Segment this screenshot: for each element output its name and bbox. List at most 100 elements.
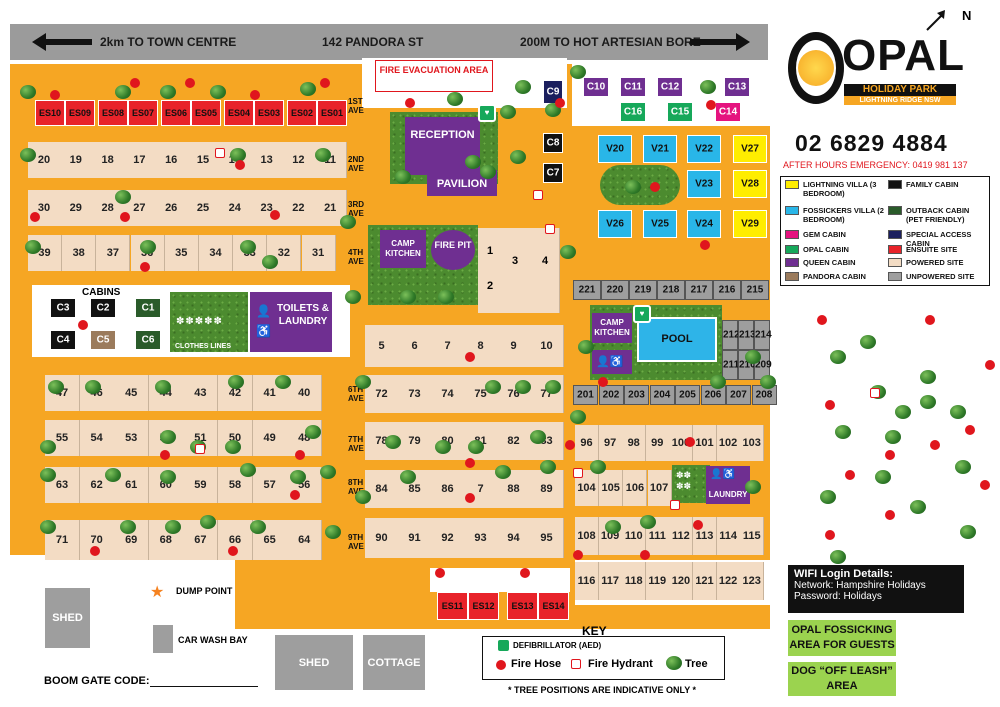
powered-site[interactable]: 123 — [740, 562, 765, 600]
cabin[interactable]: C1 — [135, 298, 161, 318]
unpowered-site[interactable]: 213 — [738, 320, 756, 350]
phone-number[interactable]: 02 6829 4884 — [795, 130, 948, 156]
cabin[interactable]: C13 — [724, 77, 750, 97]
unpowered-site[interactable]: 221 — [573, 280, 601, 300]
powered-site[interactable]: 95 — [530, 518, 564, 558]
ensuite-site[interactable]: ES05 — [191, 100, 221, 126]
villa[interactable]: V22 — [687, 135, 721, 163]
shed-west[interactable]: SHED — [45, 588, 90, 648]
powered-site[interactable]: 29 — [59, 190, 93, 226]
shed-south[interactable]: SHED — [275, 635, 353, 690]
powered-site[interactable]: 74 — [431, 375, 465, 413]
ensuite-site[interactable]: ES09 — [65, 100, 95, 126]
powered-site[interactable]: 12 — [282, 142, 316, 178]
powered-site[interactable]: 86 — [431, 470, 465, 508]
ensuite-site[interactable]: ES13 — [507, 592, 538, 620]
villa[interactable]: V24 — [687, 210, 721, 238]
cabin[interactable]: C11 — [620, 77, 646, 97]
pool[interactable]: POOL — [637, 317, 717, 362]
unpowered-site[interactable]: 220 — [601, 280, 629, 300]
camp-kitchen-2[interactable]: CAMP KITCHEN — [592, 313, 632, 343]
unpowered-site[interactable]: 207 — [726, 385, 751, 405]
toilets-laundry[interactable]: 👤 ♿ TOILETS & LAUNDRY — [250, 292, 332, 352]
powered-site[interactable]: 38 — [62, 235, 97, 271]
powered-site[interactable]: 17 — [123, 142, 157, 178]
ensuite-site[interactable]: ES07 — [128, 100, 158, 126]
powered-site[interactable]: 43 — [183, 375, 219, 411]
powered-site[interactable]: 101 — [693, 425, 717, 461]
ensuite-site[interactable]: ES06 — [161, 100, 191, 126]
pool-toilets[interactable]: 👤♿ — [592, 350, 632, 374]
villa[interactable]: V23 — [687, 170, 721, 198]
powered-site[interactable]: 105 — [599, 470, 624, 506]
powered-site[interactable]: 10 — [530, 325, 564, 367]
ensuite-site[interactable]: ES11 — [437, 592, 468, 620]
powered-site[interactable]: 96 — [575, 425, 599, 461]
powered-site[interactable]: 19 — [59, 142, 93, 178]
powered-site[interactable]: 106 — [623, 470, 648, 506]
cabin[interactable]: C3 — [50, 298, 76, 318]
powered-site[interactable]: 111 — [645, 517, 670, 555]
unpowered-site[interactable]: 214 — [754, 320, 772, 350]
villa[interactable]: V27 — [733, 135, 767, 163]
powered-site[interactable]: 98 — [622, 425, 647, 461]
powered-site[interactable]: 22 — [282, 190, 316, 226]
camp-kitchen-1[interactable]: CAMP KITCHEN — [380, 230, 426, 268]
powered-site[interactable]: 119 — [645, 562, 670, 600]
powered-site[interactable]: 5 — [365, 325, 399, 367]
ensuite-site[interactable]: ES01 — [317, 100, 347, 126]
powered-site[interactable]: 97 — [598, 425, 623, 461]
powered-site[interactable]: 59 — [183, 467, 219, 503]
powered-site[interactable]: 6 — [398, 325, 432, 367]
powered-site[interactable]: 57 — [252, 467, 288, 503]
unpowered-site[interactable]: 219 — [629, 280, 657, 300]
unpowered-site[interactable]: 218 — [657, 280, 685, 300]
emergency-number[interactable]: AFTER HOURS EMERGENCY: 0419 981 137 — [783, 160, 968, 170]
ensuite-site[interactable]: ES14 — [538, 592, 569, 620]
powered-site[interactable]: 99 — [645, 425, 670, 461]
villa[interactable]: V20 — [598, 135, 632, 163]
powered-site[interactable]: 23 — [250, 190, 284, 226]
cabin[interactable]: C8 — [543, 133, 563, 153]
cottage[interactable]: COTTAGE — [363, 635, 425, 690]
powered-site[interactable]: 63 — [45, 467, 80, 503]
ensuite-site[interactable]: ES02 — [287, 100, 317, 126]
unpowered-site[interactable]: 201 — [573, 385, 598, 405]
cabin[interactable]: C15 — [667, 102, 693, 122]
ensuite-site[interactable]: ES12 — [468, 592, 499, 620]
powered-site[interactable]: 37 — [96, 235, 131, 271]
cabin[interactable]: C12 — [657, 77, 683, 97]
ensuite-site[interactable]: ES04 — [224, 100, 254, 126]
cabin[interactable]: C14 — [715, 102, 741, 122]
powered-site[interactable]: 121 — [693, 562, 717, 600]
cabin[interactable]: C7 — [543, 163, 563, 183]
powered-site[interactable]: 103 — [740, 425, 765, 461]
powered-site[interactable]: 115 — [740, 517, 765, 555]
ensuite-site[interactable]: ES03 — [254, 100, 284, 126]
powered-site[interactable]: 7 — [431, 325, 465, 367]
powered-site[interactable]: 90 — [365, 518, 399, 558]
unpowered-site[interactable]: 215 — [741, 280, 769, 300]
ensuite-site[interactable]: ES08 — [98, 100, 128, 126]
powered-site[interactable]: 92 — [431, 518, 465, 558]
villa[interactable]: V29 — [733, 210, 767, 238]
powered-site[interactable]: 45 — [114, 375, 150, 411]
powered-site[interactable]: 64 — [287, 520, 323, 560]
powered-site[interactable]: 75 — [464, 375, 498, 413]
unpowered-site[interactable]: 205 — [675, 385, 700, 405]
cabin[interactable]: C16 — [620, 102, 646, 122]
powered-site[interactable]: 116 — [575, 562, 599, 600]
powered-site[interactable]: 102 — [716, 425, 741, 461]
powered-site[interactable]: 32 — [267, 235, 302, 271]
powered-site[interactable]: 40 — [287, 375, 323, 411]
villa[interactable]: V25 — [643, 210, 677, 238]
powered-site[interactable]: 114 — [716, 517, 741, 555]
powered-site[interactable]: 120 — [669, 562, 694, 600]
powered-site[interactable]: 3 — [511, 255, 519, 267]
powered-site[interactable]: 122 — [716, 562, 741, 600]
unpowered-site[interactable]: 204 — [649, 385, 675, 405]
villa[interactable]: V21 — [643, 135, 677, 163]
powered-site[interactable]: 108 — [575, 517, 599, 555]
powered-site[interactable]: 1 — [486, 245, 494, 257]
powered-site[interactable]: 118 — [622, 562, 647, 600]
